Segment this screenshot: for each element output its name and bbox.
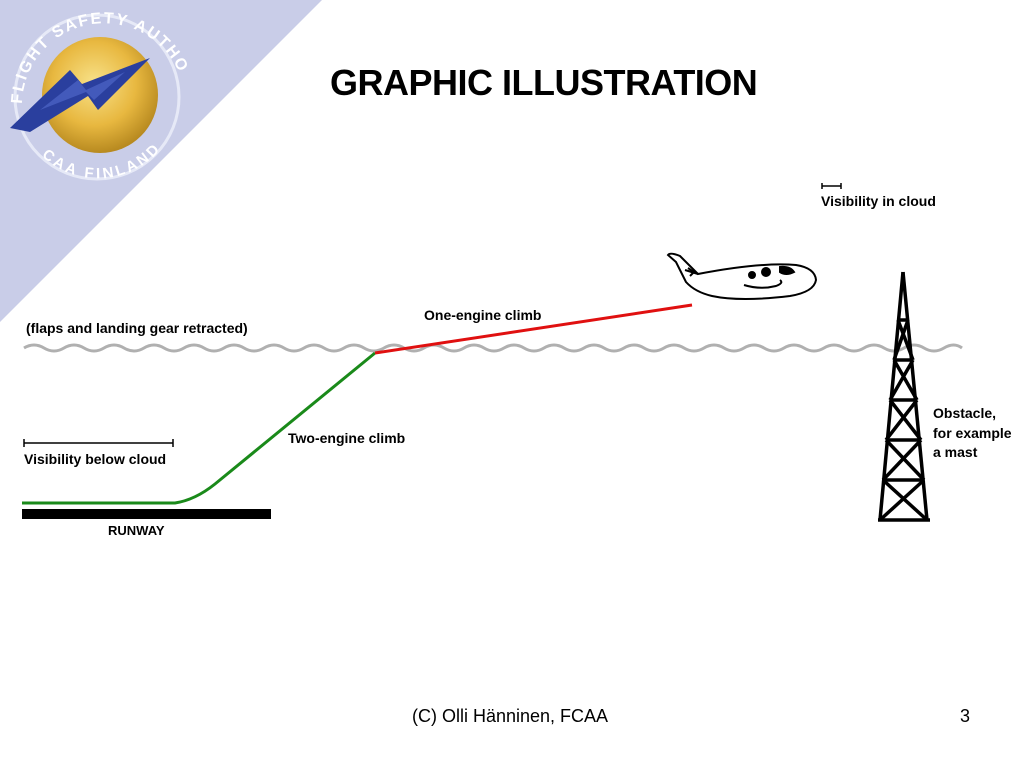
obstacle-label-line1: Obstacle, bbox=[933, 405, 996, 421]
obstacle-label-line3: a mast bbox=[933, 444, 978, 460]
airplane-icon bbox=[666, 252, 818, 300]
page-number: 3 bbox=[959, 706, 970, 726]
runway-bar bbox=[22, 509, 271, 519]
visibility-below-cloud-label: Visibility below cloud bbox=[24, 451, 166, 467]
footer-credit: (C) Olli Hänninen, FCAA bbox=[411, 706, 609, 726]
corner-logo-banner: FLIGHT SAFETY AUTHORITY CAA FINLAND bbox=[0, 0, 322, 322]
logo-ring bbox=[13, 13, 181, 181]
cloud-base-note: (flaps and landing gear retracted) bbox=[26, 320, 248, 336]
two-engine-climb-label: Two-engine climb bbox=[288, 430, 405, 446]
visibility-in-cloud-label: Visibility in cloud bbox=[821, 193, 936, 209]
lightning-bolt-icon bbox=[10, 58, 150, 132]
cloud-base-line bbox=[23, 343, 963, 353]
lightning-bolt-inner-icon bbox=[40, 72, 125, 110]
climb-diagram: (flaps and landing gear retracted) One-e… bbox=[22, 183, 1012, 538]
one-engine-climb-path bbox=[374, 303, 693, 355]
mast-icon bbox=[878, 271, 930, 522]
slide-title: GRAPHIC ILLUSTRATION bbox=[330, 62, 758, 103]
two-engine-climb-path bbox=[22, 351, 376, 505]
obstacle-label-line2: for example bbox=[933, 425, 1012, 441]
one-engine-climb-label: One-engine climb bbox=[424, 307, 541, 323]
runway-label: RUNWAY bbox=[108, 523, 165, 538]
